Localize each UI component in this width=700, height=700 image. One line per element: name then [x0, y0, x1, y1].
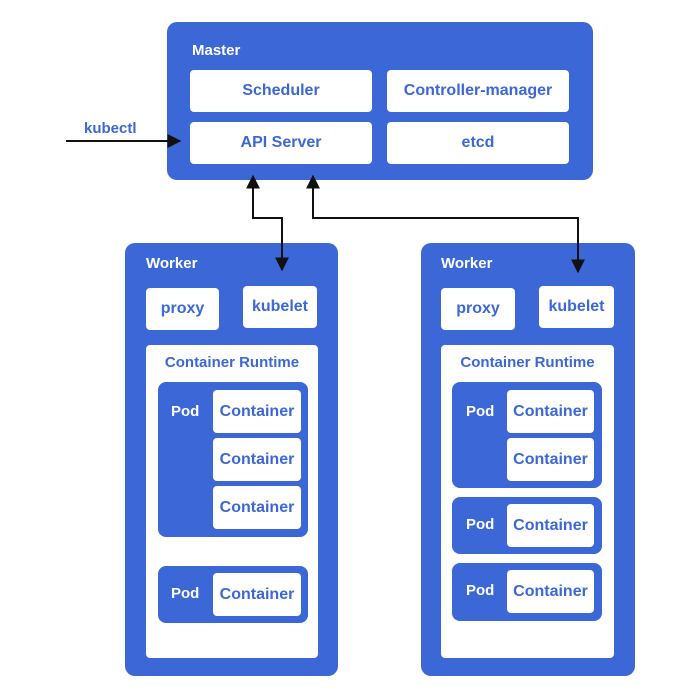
master-title: Master — [192, 42, 241, 59]
pod-label: Pod — [466, 516, 495, 533]
api-worker2-arrow — [306, 174, 585, 274]
pod: Pod Container Container Container — [158, 382, 308, 537]
container-runtime-label: Container Runtime — [164, 354, 300, 371]
container-runtime-label: Container Runtime — [460, 354, 595, 371]
kubectl-label: kubectl — [84, 120, 137, 137]
pod: Pod Container — [452, 563, 602, 621]
pod-label: Pod — [171, 585, 200, 602]
container-box: Container — [507, 438, 594, 481]
proxy-box: proxy — [441, 288, 515, 330]
worker-node: Worker proxy kubelet Container Runtime P… — [125, 243, 338, 676]
kubelet-box: kubelet — [243, 286, 317, 328]
scheduler-box: Scheduler — [190, 70, 372, 112]
api-server-box: API Server — [190, 122, 372, 164]
api-worker1-arrow — [246, 174, 289, 272]
pod: Pod Container — [452, 497, 602, 554]
container-box: Container — [213, 573, 301, 616]
container-box: Container — [507, 504, 594, 547]
container-box: Container — [213, 486, 301, 529]
container-box: Container — [507, 390, 594, 433]
worker-node: Worker proxy kubelet Container Runtime P… — [421, 243, 635, 676]
container-box: Container — [507, 570, 594, 613]
master-node: Master Scheduler Controller-manager API … — [167, 22, 593, 180]
container-runtime: Container Runtime Pod Container Containe… — [441, 345, 614, 658]
pod-label: Pod — [466, 403, 495, 420]
controller-manager-box: Controller-manager — [387, 70, 569, 112]
worker-title: Worker — [146, 255, 198, 272]
container-box: Container — [213, 438, 301, 481]
proxy-box: proxy — [146, 288, 219, 330]
container-runtime: Container Runtime Pod Container Containe… — [146, 345, 318, 658]
pod: Pod Container Container — [452, 382, 602, 488]
kubelet-box: kubelet — [539, 286, 614, 328]
container-box: Container — [213, 390, 301, 433]
pod-label: Pod — [171, 403, 200, 420]
pod-label: Pod — [466, 582, 495, 599]
etcd-box: etcd — [387, 122, 569, 164]
pod: Pod Container — [158, 566, 308, 623]
